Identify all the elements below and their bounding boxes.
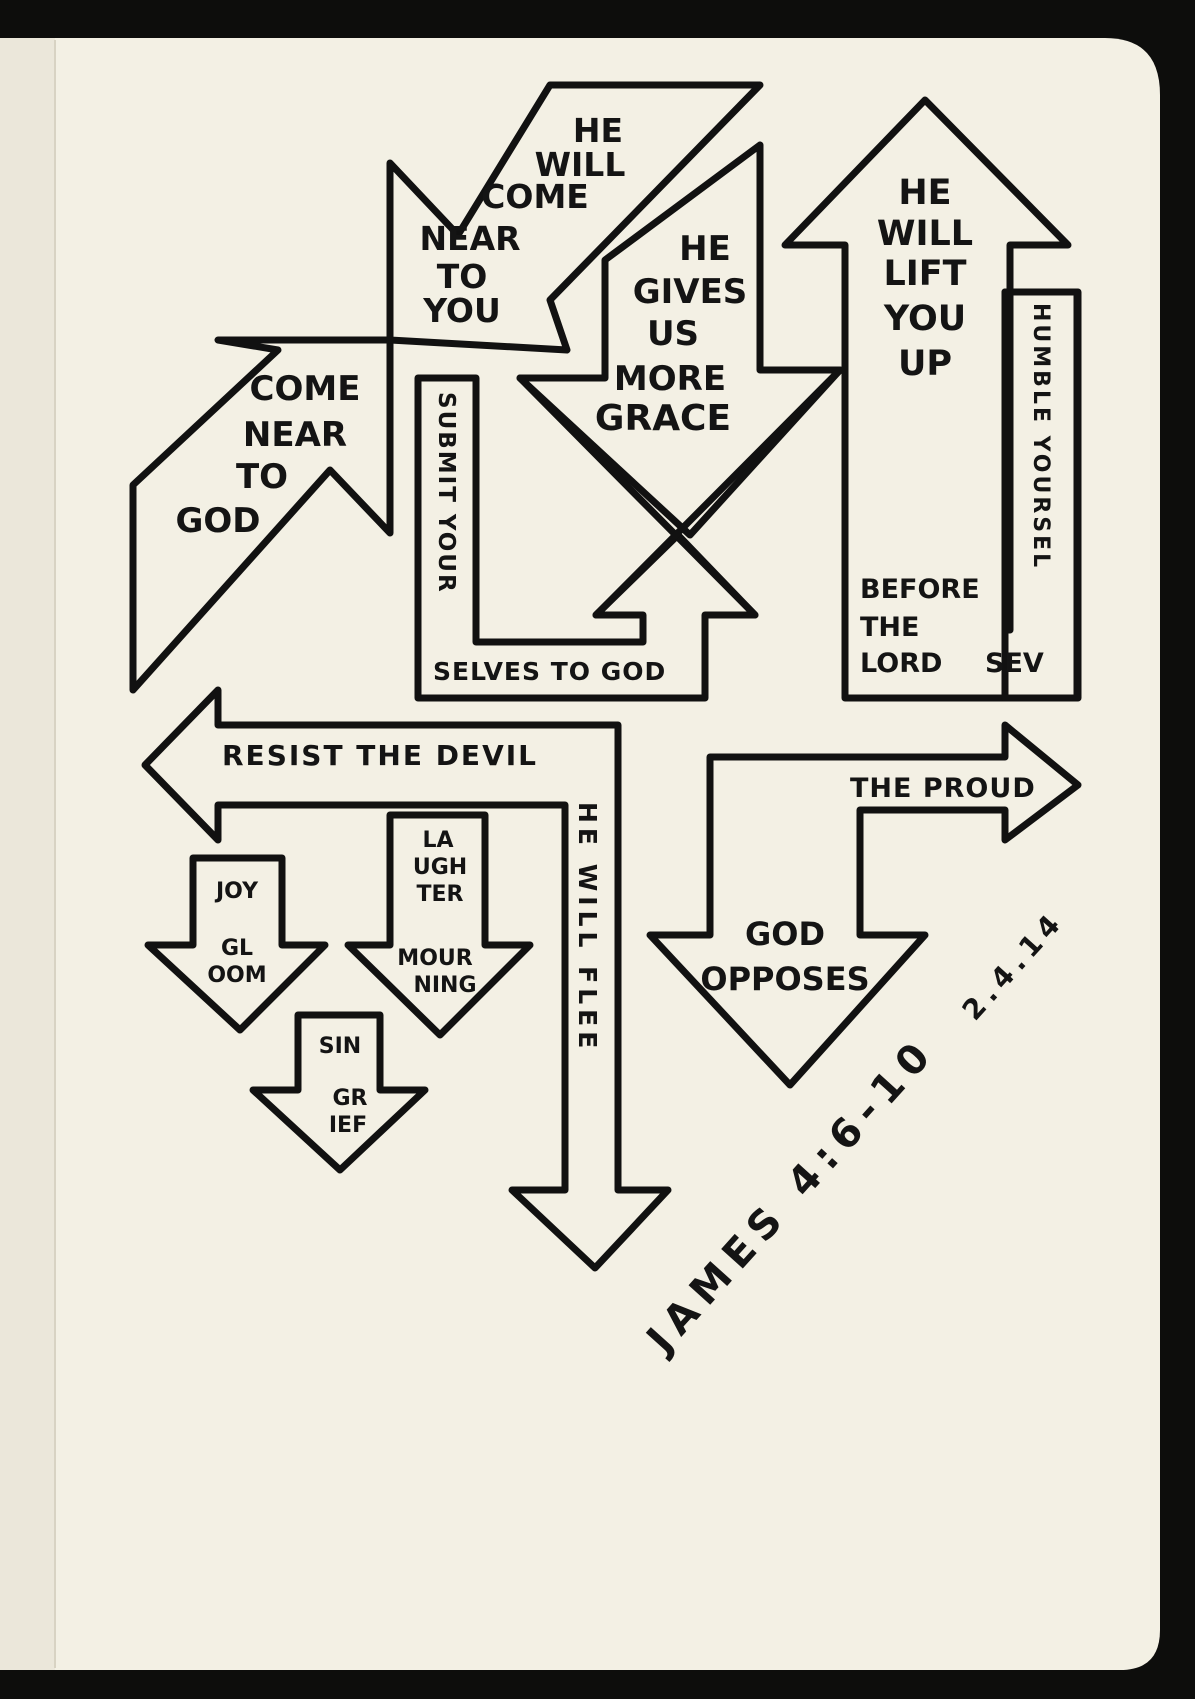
arrow-sin-grief: SIN GR IEF — [249, 1011, 429, 1174]
he-gives-us-more-grace-line-3: US — [647, 314, 699, 354]
he-gives-us-more-grace-line-1: HE — [679, 229, 731, 269]
he-gives-us-more-grace-line-5: GRACE — [595, 398, 731, 439]
humble-yourselves-vertical: HUMBLE YOURSEL — [1028, 303, 1053, 570]
humble-before-line-3: LORD — [860, 648, 942, 679]
god-opposes-line-2: OPPOSES — [700, 960, 869, 998]
come-near-to-god-line-1: COME — [250, 369, 361, 409]
he-will-lift-you-up-line-2: WILL — [877, 214, 973, 254]
come-near-to-god-line-4: GOD — [175, 501, 260, 541]
he-gives-us-more-grace-line-4: MORE — [614, 359, 726, 399]
he-will-come-near-to-you-line-6: YOU — [422, 291, 501, 330]
submit-yourselves-horizontal: SELVES TO GOD — [433, 657, 666, 686]
he-will-lift-you-up-line-5: UP — [898, 344, 952, 384]
arrow-come-near-to-god: COME NEAR TO GOD — [129, 336, 394, 694]
he-will-flee-label: HE WILL FLEE — [573, 802, 602, 1053]
he-will-come-near-to-you-line-5: TO — [437, 257, 488, 296]
arrow-he-gives-us-more-grace: HE GIVES US MORE GRACE — [516, 141, 844, 539]
joy-label: JOY — [214, 879, 259, 904]
gloom-line-2: OOM — [207, 963, 266, 988]
sin-label: SIN — [319, 1034, 361, 1059]
arrow-joy-gloom: JOY GL OOM — [144, 854, 329, 1034]
he-will-come-near-to-you-line-2: WILL — [535, 145, 626, 184]
he-gives-us-more-grace-line-2: GIVES — [633, 272, 748, 312]
grief-line-2: IEF — [329, 1113, 367, 1138]
he-will-lift-you-up-line-1: HE — [898, 173, 951, 213]
arrow-laughter-mourning: LA UGH TER MOUR NING — [344, 811, 534, 1039]
gloom-line-1: GL — [221, 936, 253, 961]
laughter-line-3: TER — [417, 882, 464, 907]
humble-before-line-1: BEFORE — [860, 574, 980, 605]
the-proud-label: THE PROUD — [850, 773, 1036, 804]
crossing-lines — [516, 366, 844, 619]
come-near-to-god-line-3: TO — [236, 457, 288, 497]
arrow-he-will-come-near-to-you: HE WILL COME NEAR TO YOU — [386, 81, 764, 354]
submit-yourselves-vertical: SUBMIT YOUR — [433, 392, 459, 594]
arrow-he-will-lift-you-up: HE WILL LIFT YOU UP HUMBLE YOURSEL BEFOR… — [781, 96, 1082, 702]
humble-ending: SEV — [985, 648, 1044, 679]
arrow-god-opposes-the-proud: THE PROUD GOD OPPOSES — [646, 721, 1082, 1089]
he-will-lift-you-up-line-4: YOU — [883, 299, 966, 339]
he-will-lift-you-up-line-3: LIFT — [883, 254, 966, 294]
laughter-line-1: LA — [422, 828, 453, 853]
laughter-line-2: UGH — [413, 855, 467, 880]
arrow-resist-the-devil: RESIST THE DEVIL HE WILL FLEE — [141, 686, 672, 1272]
resist-the-devil-label: RESIST THE DEVIL — [222, 739, 538, 772]
grief-line-1: GR — [333, 1086, 368, 1111]
god-opposes-line-1: GOD — [745, 915, 825, 953]
mourning-line-2: NING — [413, 973, 476, 998]
come-near-to-god-line-2: NEAR — [243, 415, 347, 455]
humble-before-line-2: THE — [860, 612, 919, 643]
mourning-line-1: MOUR — [397, 946, 472, 971]
he-will-come-near-to-you-line-4: NEAR — [419, 219, 520, 258]
he-will-come-near-to-you-line-1: HE — [573, 111, 623, 150]
he-will-come-near-to-you-line-3: COME — [481, 177, 589, 216]
